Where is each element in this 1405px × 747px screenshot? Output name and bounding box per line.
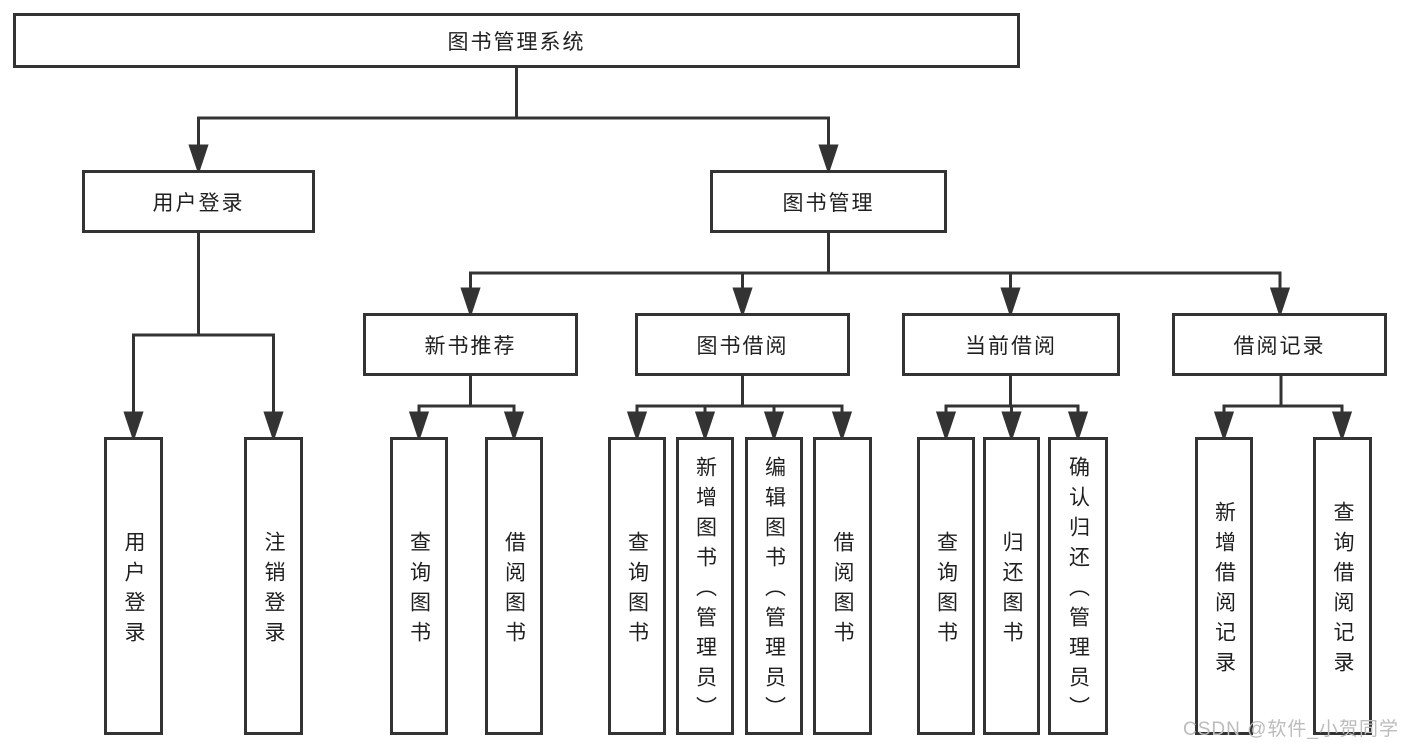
node-label: 当前借阅 [965,334,1057,358]
node-label: 图书管理 [782,191,875,215]
leaf-label: 新增借阅记录 [1212,500,1236,681]
leaf-label: 查询图书 [407,530,431,651]
csdn-watermark: CSDN @软件_小贺同学 [1183,719,1399,740]
node-book-management-branch: 图书管理 [710,170,947,233]
node-user-login-branch: 用户登录 [82,170,315,233]
leaf-return-books: 归还图书 [983,437,1040,735]
node-new-book-recommend: 新书推荐 [363,313,578,376]
leaf-label: 借阅图书 [831,530,854,651]
leaf-label: 归还图书 [1000,530,1023,651]
leaf-edit-books-admin: 编辑图书（管理员） [745,437,803,735]
leaf-borrow-books: 借阅图书 [813,437,872,735]
node-book-borrow: 图书借阅 [635,313,850,376]
node-label: 借阅记录 [1233,334,1326,358]
leaf-label: 用户登录 [122,530,145,651]
node-current-borrow: 当前借阅 [902,313,1120,376]
leaf-borrow-books: 借阅图书 [485,437,543,735]
leaf-query-books: 查询图书 [917,437,975,735]
node-label: 图书管理系统 [447,30,586,54]
node-label: 新书推荐 [424,334,517,358]
leaf-label: 新增图书（管理员） [693,455,717,726]
node-library-management-system: 图书管理系统 [13,13,1020,68]
leaf-add-borrow-record: 新增借阅记录 [1195,437,1253,735]
leaf-label: 确认归还（管理员） [1066,455,1090,726]
leaf-label: 查询图书 [625,530,649,651]
leaf-query-borrow-record: 查询借阅记录 [1313,437,1372,735]
node-borrow-records: 借阅记录 [1172,313,1387,376]
node-label: 图书借阅 [696,334,789,358]
leaf-label: 查询借阅记录 [1331,500,1354,681]
leaf-label: 注销登录 [262,530,285,651]
leaf-user-login: 用户登录 [104,437,163,735]
leaf-confirm-return-admin: 确认归还（管理员） [1048,437,1108,735]
leaf-query-books: 查询图书 [608,437,666,735]
leaf-label: 借阅图书 [502,530,526,651]
leaf-add-books-admin: 新增图书（管理员） [676,437,734,735]
leaf-logout: 注销登录 [244,437,303,735]
leaf-label: 查询图书 [934,530,958,651]
node-label: 用户登录 [152,191,245,215]
leaf-label: 编辑图书（管理员） [762,455,786,726]
leaf-query-books: 查询图书 [390,437,448,735]
